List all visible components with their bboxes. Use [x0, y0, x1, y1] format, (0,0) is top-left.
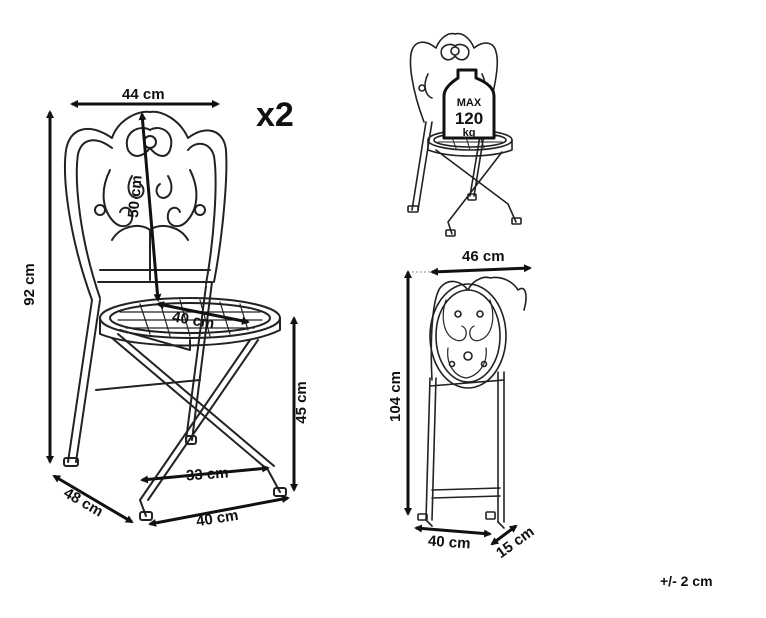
leg-span-label: 33 cm	[185, 464, 230, 485]
height-label: 92 cm	[20, 263, 38, 306]
load-chair-drawing	[407, 32, 522, 237]
folded-height-label: 104 cm	[386, 371, 404, 422]
folded-width-label: 46 cm	[462, 248, 505, 265]
folded-base-width-label: 40 cm	[427, 532, 472, 553]
folded-chair-drawing	[417, 276, 527, 529]
quantity-label: x2	[256, 96, 294, 134]
tolerance-label: +/- 2 cm	[660, 573, 713, 589]
folded-chair-dimension-lines	[404, 264, 532, 546]
open-chair-dimension-lines	[46, 100, 298, 527]
width-label: 44 cm	[122, 86, 165, 103]
seat-height-label: 45 cm	[292, 381, 310, 424]
weight-icon: MAX 120 kg	[442, 68, 496, 140]
max-load-unit: kg	[463, 127, 476, 139]
max-load-label: MAX	[457, 97, 482, 109]
max-load-value: 120	[455, 109, 483, 128]
